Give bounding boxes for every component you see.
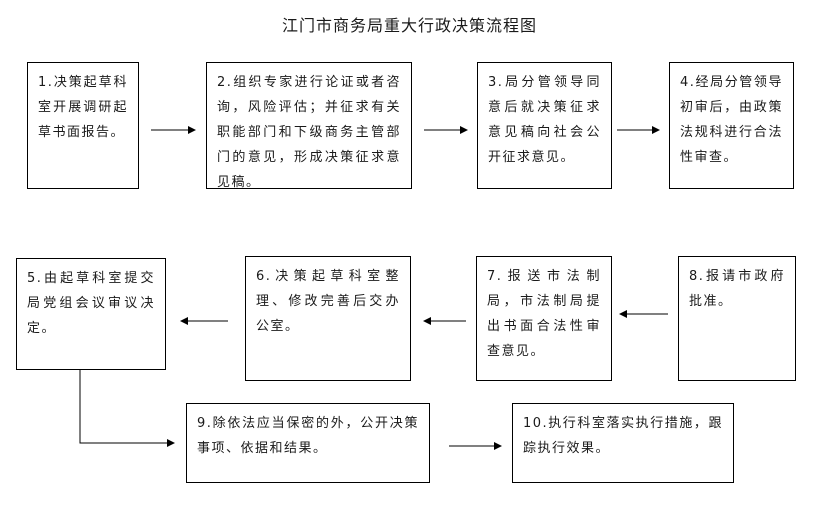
step-4-box: 4.经局分管领导初审后，由政策法规科进行合法性审查。	[669, 62, 794, 189]
step-6-box: 6.决策起草科室整理、修改完善后交办公室。	[245, 256, 411, 381]
arrow-5-to-9	[79, 370, 175, 447]
diagram-title: 江门市商务局重大行政决策流程图	[281, 16, 537, 35]
step-7-box: 7.报送市法制局，市法制局提出书面合法性审查意见。	[476, 256, 612, 381]
step-2-box: 2.组织专家进行论证或者咨询，风险评估；并征求有关职能部门和下级商务主管部门的意…	[206, 62, 412, 190]
step-5-box: 5.由起草科室提交局党组会议审议决定。	[16, 258, 166, 370]
step-8-box: 8.报请市政府批准。	[678, 256, 796, 381]
step-9-box: 9.除依法应当保密的外，公开决策事项、依据和结果。	[186, 403, 430, 483]
step-3-box: 3.局分管领导同意后就决策征求意见稿向社会公开征求意见。	[477, 62, 612, 189]
step-10-box: 10.执行科室落实执行措施，跟踪执行效果。	[512, 403, 734, 483]
step-1-box: 1.决策起草科室开展调研起草书面报告。	[27, 62, 139, 189]
